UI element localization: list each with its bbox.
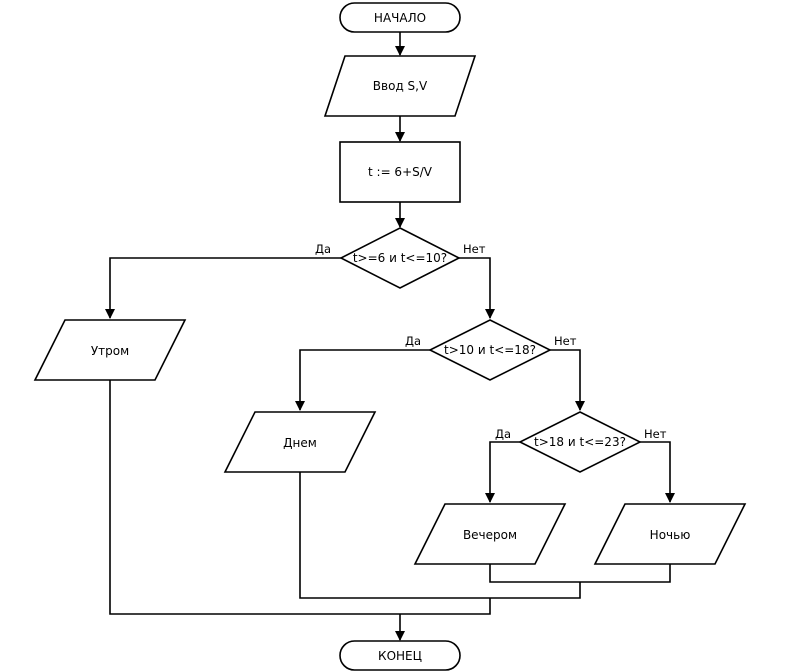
decision-1-label: t>=6 и t<=10?: [353, 251, 447, 265]
connectors: [105, 32, 675, 641]
process-box: t := 6+S/V: [339, 141, 461, 203]
decision-2-no-label: Нет: [554, 334, 577, 348]
output-morning-label: Утром: [91, 344, 129, 358]
output-day-label: Днем: [283, 436, 317, 450]
arrow-decision3-yes: [485, 441, 520, 503]
merge-morning: [109, 380, 491, 615]
output-night: Ночью: [593, 503, 747, 565]
decision-2: t>10 и t<=18?: [428, 319, 552, 381]
decision-1: t>=6 и t<=10?: [339, 227, 461, 289]
end-terminator: КОНЕЦ: [339, 640, 461, 671]
decision-3: t>18 и t<=23?: [518, 411, 642, 473]
decision-2-label: t>10 и t<=18?: [444, 343, 536, 357]
output-night-label: Ночью: [650, 528, 691, 542]
arrow-decision2-yes: [295, 349, 430, 411]
output-evening-label: Вечером: [463, 528, 517, 542]
process-label: t := 6+S/V: [368, 165, 433, 179]
arrow-decision1-no: [459, 257, 495, 319]
output-morning: Утром: [33, 319, 187, 381]
arrow-decision3-no: [640, 441, 675, 503]
output-day: Днем: [223, 411, 377, 473]
merge-day: [299, 472, 581, 599]
decision-2-yes-label: Да: [405, 334, 421, 348]
decision-1-no-label: Нет: [463, 242, 486, 256]
decision-3-label: t>18 и t<=23?: [534, 435, 626, 449]
arrow-decision2-no: [550, 349, 585, 411]
decision-1-yes-label: Да: [315, 242, 331, 256]
input-label: Ввод S,V: [373, 79, 428, 93]
end-label: КОНЕЦ: [378, 649, 422, 663]
input-parallelogram: Ввод S,V: [323, 55, 477, 117]
start-terminator: НАЧАЛО: [339, 2, 461, 33]
arrow-decision1-yes: [105, 257, 341, 319]
output-evening: Вечером: [413, 503, 567, 565]
merge-evening-night: [489, 564, 671, 583]
start-label: НАЧАЛО: [374, 11, 426, 25]
decision-3-yes-label: Да: [495, 427, 511, 441]
decision-3-no-label: Нет: [644, 427, 667, 441]
